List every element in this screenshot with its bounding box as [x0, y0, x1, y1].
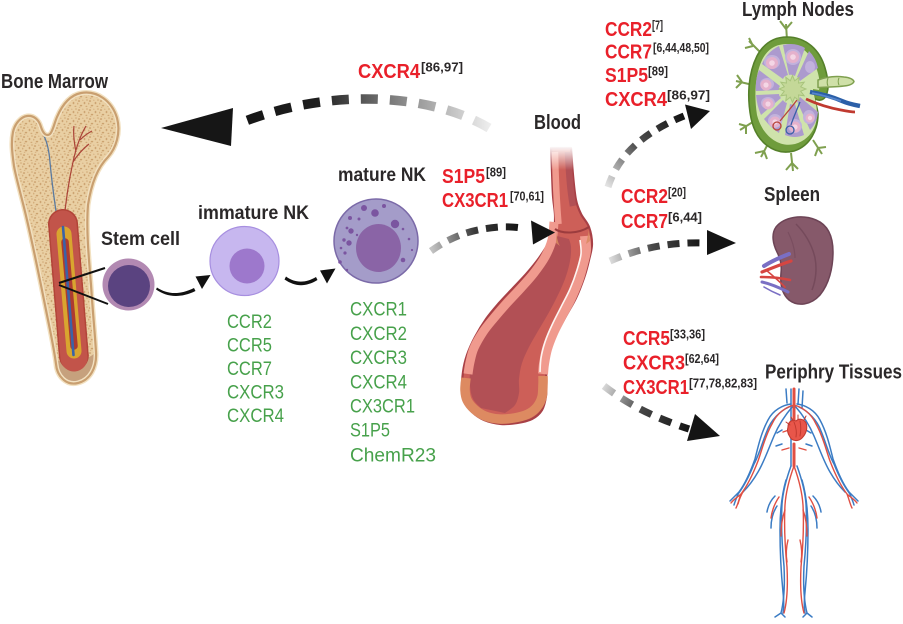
svg-text:CXCR2: CXCR2: [350, 324, 407, 345]
svg-text:[6,44]: [6,44]: [668, 211, 702, 225]
svg-text:immature NK: immature NK: [198, 203, 309, 224]
svg-text:CXCR1: CXCR1: [350, 299, 407, 320]
svg-text:CXCR3: CXCR3: [227, 383, 284, 404]
svg-text:CCR5: CCR5: [623, 328, 670, 350]
svg-text:CX3CR1: CX3CR1: [350, 397, 415, 418]
svg-text:CXCR4: CXCR4: [227, 406, 284, 427]
svg-text:CCR7: CCR7: [605, 42, 652, 64]
svg-text:S1P5: S1P5: [350, 421, 390, 442]
svg-text:[70,61]: [70,61]: [510, 190, 544, 204]
svg-text:[33,36]: [33,36]: [670, 328, 705, 342]
svg-text:CCR5: CCR5: [227, 336, 272, 357]
svg-text:Bone Marrow: Bone Marrow: [1, 71, 108, 93]
svg-text:Periphry Tissues: Periphry Tissues: [765, 362, 902, 384]
svg-text:[89]: [89]: [486, 166, 506, 180]
svg-text:[7]: [7]: [652, 19, 663, 33]
svg-text:[77,78,82,83]: [77,78,82,83]: [689, 377, 757, 391]
svg-text:[6,44,48,50]: [6,44,48,50]: [653, 41, 709, 55]
svg-text:[20]: [20]: [668, 186, 686, 200]
svg-text:Blood: Blood: [534, 112, 581, 134]
svg-text:CCR7: CCR7: [227, 359, 272, 380]
svg-text:mature NK: mature NK: [338, 165, 426, 186]
svg-text:CCR2: CCR2: [605, 19, 652, 41]
svg-text:CX3CR1: CX3CR1: [442, 190, 508, 212]
svg-text:S1P5: S1P5: [605, 65, 648, 87]
svg-text:ChemR23: ChemR23: [350, 446, 436, 467]
svg-text:CXCR4: CXCR4: [605, 89, 668, 111]
svg-text:Lymph Nodes: Lymph Nodes: [742, 0, 854, 21]
svg-text:S1P5: S1P5: [442, 166, 485, 188]
svg-text:CX3CR1: CX3CR1: [623, 377, 689, 399]
svg-text:CXCR3: CXCR3: [350, 348, 407, 369]
svg-text:CCR7: CCR7: [621, 211, 668, 233]
svg-text:[86,97]: [86,97]: [667, 89, 710, 103]
svg-text:[86,97]: [86,97]: [421, 61, 463, 75]
svg-text:[62,64]: [62,64]: [685, 352, 719, 366]
svg-text:Stem cell: Stem cell: [101, 229, 180, 250]
svg-text:CXCR3: CXCR3: [623, 353, 685, 375]
svg-text:Spleen: Spleen: [764, 184, 820, 206]
svg-text:CCR2: CCR2: [227, 312, 272, 333]
svg-text:[89]: [89]: [648, 65, 668, 79]
svg-text:CXCR4: CXCR4: [350, 373, 407, 394]
svg-text:CCR2: CCR2: [621, 186, 668, 208]
svg-text:CXCR4: CXCR4: [358, 61, 421, 83]
